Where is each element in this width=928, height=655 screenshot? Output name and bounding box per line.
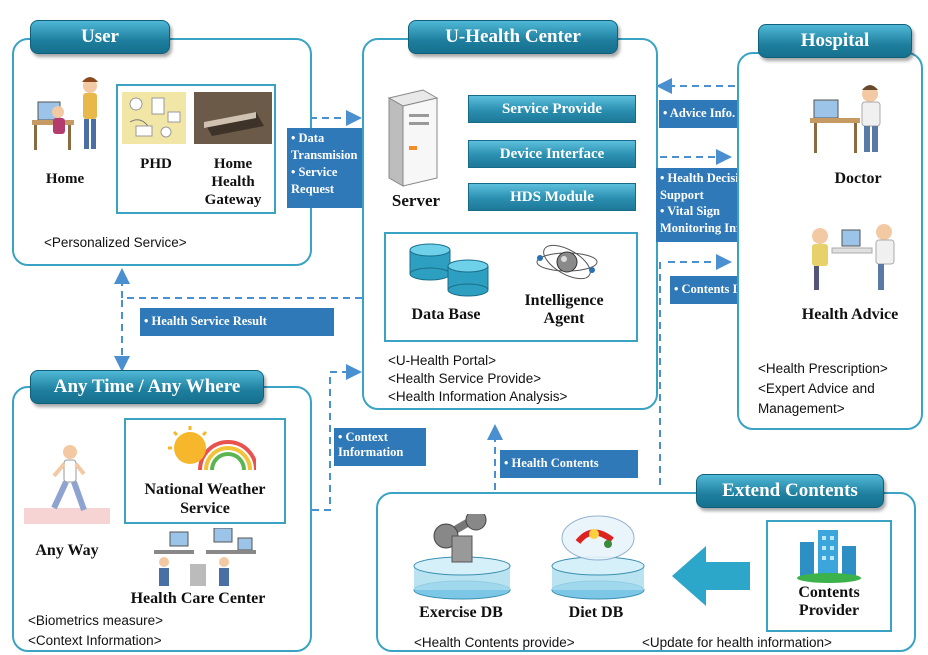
hospital-note-management: Management>: [758, 401, 845, 416]
intelligence-agent-icon: [536, 244, 598, 280]
flow-context-information: • Context Information: [334, 428, 426, 466]
center-note-analysis: <Health Information Analysis>: [388, 389, 568, 404]
diet-db-label: Diet DB: [568, 604, 624, 621]
home-label: Home: [45, 171, 85, 187]
database-icon: [409, 243, 489, 297]
anytime-note-biometrics: <Biometrics measure>: [28, 613, 164, 628]
national-weather-label: National Weather Service: [144, 481, 266, 517]
u-health-center-tab: U-Health Center: [408, 20, 618, 54]
walking-person-icon: [24, 445, 110, 524]
database-label: Data Base: [411, 306, 481, 323]
health-care-center-label: Health Care Center: [130, 590, 266, 607]
center-note-service: <Health Service Provide>: [388, 371, 542, 386]
arrow-result-to-user: [114, 268, 362, 299]
weather-box: [124, 418, 286, 524]
flow-health-contents: • Health Contents: [500, 450, 638, 478]
hospital-note-expert: <Expert Advice and: [758, 381, 875, 396]
health-advice-icon: [812, 224, 895, 290]
server-icon: [387, 89, 439, 187]
contents-provider-label: Contents Provider: [798, 584, 860, 619]
flow-data-transmission-line: Request: [291, 182, 335, 196]
hds-module-button: HDS Module: [468, 183, 636, 211]
diet-db-icon: [551, 515, 645, 600]
extend-contents-tab: Extend Contents: [696, 474, 884, 508]
flow-context-line: • Context: [338, 430, 388, 444]
gateway-label: Home Health Gateway: [204, 156, 262, 208]
flow-hds-line: Monitoring Info.: [660, 220, 750, 235]
server-label: Server: [391, 191, 441, 210]
flow-hds-line: Support: [660, 187, 704, 202]
hospital-note-prescription: <Health Prescription>: [758, 361, 888, 376]
gateway-device-icon: [194, 92, 272, 144]
phd-devices-icon: [122, 92, 186, 144]
hospital-tab: Hospital: [758, 24, 912, 58]
left-arrow-icon: [672, 546, 750, 606]
exercise-db-label: Exercise DB: [419, 604, 503, 621]
phd-label: PHD: [140, 156, 172, 172]
doctor-icon: [810, 85, 881, 153]
user-tab: User: [30, 20, 170, 54]
health-care-center-icon: [154, 528, 256, 586]
doctor-label: Doctor: [834, 170, 882, 187]
exercise-db-icon: [413, 514, 511, 600]
sun-rainbow-icon: [168, 426, 256, 471]
arrow-context-to-center: [300, 364, 362, 511]
flow-data-transmission-line: Transmision: [291, 148, 358, 162]
anytime-note-context: <Context Information>: [28, 633, 162, 648]
anytime-tab: Any Time / Any Where: [30, 370, 264, 404]
user-note: <Personalized Service>: [44, 235, 187, 250]
any-way-label: Any Way: [35, 542, 99, 559]
agent-label: Intelligence Agent: [524, 292, 604, 327]
contents-provider-icon: [797, 530, 861, 583]
home-person-icon: [32, 77, 98, 150]
flow-hds-line: • Health Decision: [660, 171, 752, 185]
flow-data-transmission-line: • Service: [291, 165, 338, 179]
health-advice-label: Health Advice: [801, 306, 899, 323]
center-note-portal: <U-Health Portal>: [388, 353, 497, 368]
device-interface-button: Device Interface: [468, 140, 636, 168]
extend-note-update: <Update for health information>: [642, 635, 832, 650]
extend-note-provide: <Health Contents provide>: [414, 635, 575, 650]
service-provide-button: Service Provide: [468, 95, 636, 123]
flow-health-service-result: • Health Service Result: [140, 308, 334, 336]
flow-data-transmission-line: • Data: [291, 131, 325, 145]
flow-context-line: Information: [338, 445, 404, 459]
flow-hds-line: • Vital Sign: [660, 204, 720, 218]
